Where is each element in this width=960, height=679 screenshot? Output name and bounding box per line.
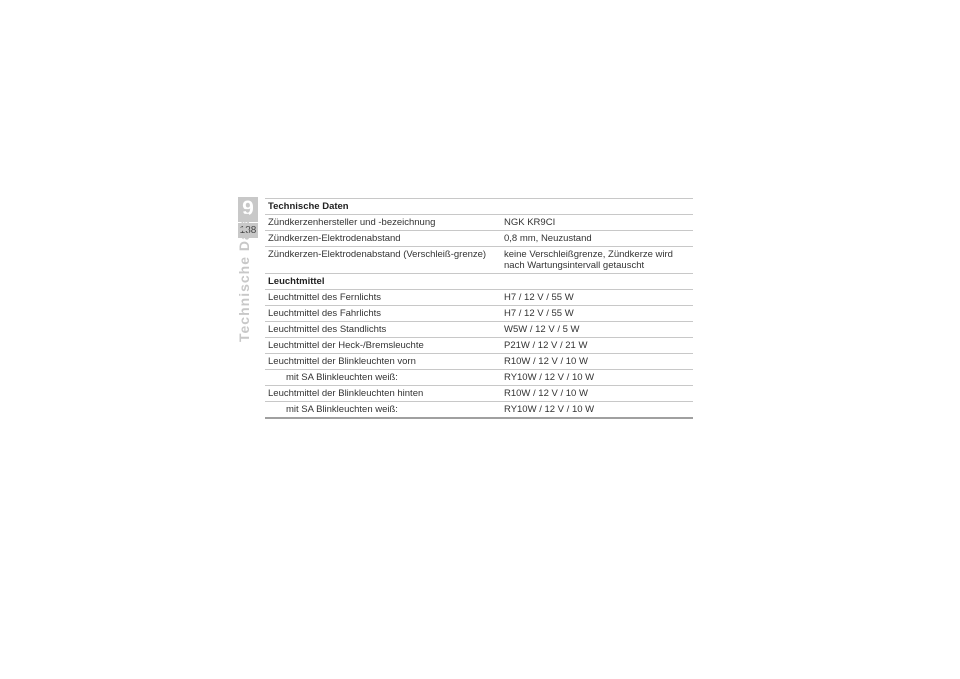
page-number: 138: [239, 225, 257, 236]
row-label: mit SA Blinkleuchten weiß:: [286, 372, 398, 383]
table-row: Leuchtmittel der Blinkleuchten vorn R10W…: [265, 354, 693, 370]
row-value: R10W / 12 V / 10 W: [504, 356, 588, 367]
table-row: Leuchtmittel des Standlichts W5W / 12 V …: [265, 322, 693, 338]
row-value: RY10W / 12 V / 10 W: [504, 372, 595, 383]
chapter-number: 9: [242, 197, 254, 220]
row-value: H7 / 12 V / 55 W: [504, 292, 574, 303]
row-label: Leuchtmittel der Heck-/Bremsleuchte: [268, 340, 424, 351]
row-label: Zündkerzen-Elektrodenabstand: [268, 233, 401, 244]
table-row: mit SA Blinkleuchten weiß: RY10W / 12 V …: [265, 370, 693, 386]
table-row: Leuchtmittel der Heck-/Bremsleuchte P21W…: [265, 338, 693, 354]
chapter-divider: [238, 222, 258, 223]
row-label: Leuchtmittel des Fernlichts: [268, 292, 381, 303]
row-value: RY10W / 12 V / 10 W: [504, 404, 595, 415]
section-heading: Leuchtmittel: [268, 276, 325, 287]
section-heading-row: Technische Daten: [265, 198, 693, 215]
row-value: keine Verschleißgrenze, Zündkerze wird n…: [504, 249, 673, 271]
table-row: Leuchtmittel der Blinkleuchten hinten R1…: [265, 386, 693, 402]
section-heading: Technische Daten: [268, 201, 349, 212]
table-row: Zündkerzen-Elektrodenabstand 0,8 mm, Neu…: [265, 231, 693, 247]
row-value: H7 / 12 V / 55 W: [504, 308, 574, 319]
row-label: Leuchtmittel des Fahrlichts: [268, 308, 381, 319]
row-value: W5W / 12 V / 5 W: [504, 324, 580, 335]
table-row: Leuchtmittel des Fahrlichts H7 / 12 V / …: [265, 306, 693, 322]
table-row: Leuchtmittel des Fernlichts H7 / 12 V / …: [265, 290, 693, 306]
side-chapter-title: Technische Daten: [236, 207, 252, 342]
row-value: R10W / 12 V / 10 W: [504, 388, 588, 399]
row-label: mit SA Blinkleuchten weiß:: [286, 404, 398, 415]
row-label: Leuchtmittel des Standlichts: [268, 324, 387, 335]
section-heading-row: Leuchtmittel: [265, 274, 693, 290]
row-label: Leuchtmittel der Blinkleuchten vorn: [268, 356, 416, 367]
row-label: Zündkerzenhersteller und -bezeichnung: [268, 217, 436, 228]
row-value: 0,8 mm, Neuzustand: [504, 233, 592, 244]
table-row: mit SA Blinkleuchten weiß: RY10W / 12 V …: [265, 402, 693, 418]
row-label: Leuchtmittel der Blinkleuchten hinten: [268, 388, 424, 399]
table-row: Zündkerzen-Elektrodenabstand (Verschleiß…: [265, 247, 693, 274]
row-value: NGK KR9CI: [504, 217, 556, 228]
row-value: P21W / 12 V / 21 W: [504, 340, 588, 351]
row-label: Zündkerzen-Elektrodenabstand (Verschleiß…: [268, 249, 487, 260]
table-row: Zündkerzenhersteller und -bezeichnung NG…: [265, 215, 693, 231]
spec-table: Technische Daten Zündkerzenhersteller un…: [265, 198, 693, 419]
chapter-tab: 9 138: [238, 197, 258, 238]
